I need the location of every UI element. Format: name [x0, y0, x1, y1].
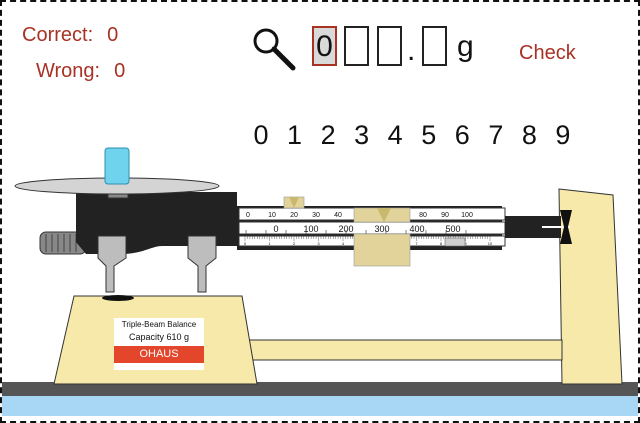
answer-digit-2[interactable] [344, 26, 369, 66]
digit-button-4[interactable]: 4 [387, 120, 403, 150]
beam-top-label-6: 90 [441, 212, 449, 219]
beam-bottom-label-10: 10 [488, 241, 493, 246]
digit-button-7[interactable]: 7 [488, 120, 504, 150]
beam-middle-label-2: 200 [338, 224, 353, 234]
answer-digit-1[interactable]: 0 [312, 26, 337, 66]
digit-button-2[interactable]: 2 [320, 120, 336, 150]
beam-middle-label-0: 0 [273, 224, 278, 234]
beam-top-label-0: 0 [246, 212, 250, 219]
rider-bottom[interactable] [444, 237, 466, 247]
digit-button-6[interactable]: 6 [454, 120, 470, 150]
beam-top-label-7: 100 [461, 212, 473, 219]
unit-label: g [457, 30, 474, 63]
floor-gray [2, 382, 638, 396]
answer-digit-3[interactable] [377, 26, 402, 66]
correct-value: 0 [107, 24, 119, 46]
digit-pad: 0 1 2 3 4 5 6 7 8 9 [250, 120, 574, 151]
beam-middle-label-3: 300 [374, 224, 389, 234]
wrong-counter: Wrong: 0 [36, 60, 125, 83]
beam-bottom-label-8: 8 [440, 241, 443, 246]
right-support [558, 188, 623, 385]
beam-bottom-label-3: 3 [317, 241, 320, 246]
rider-top-notch [289, 197, 299, 208]
correct-label: Correct: [22, 24, 94, 46]
label-line1: Triple-Beam Balance [121, 320, 197, 329]
beam-top-label-1: 10 [268, 212, 276, 219]
wrong-value: 0 [114, 60, 126, 82]
beam-middle-label-4: 400 [409, 224, 424, 234]
floor-blue [2, 396, 638, 416]
digit-button-0[interactable]: 0 [253, 120, 269, 150]
beam-bottom-label-1: 1 [268, 241, 271, 246]
decimal-point: . [407, 34, 416, 67]
beaker[interactable] [104, 147, 130, 185]
rider-top-large-notch [377, 208, 391, 222]
left-leg [97, 235, 127, 293]
beam-middle-label-5: 500 [445, 224, 460, 234]
beam-bottom-label-4: 4 [342, 241, 345, 246]
label-line2: Capacity 610 g [128, 332, 190, 342]
beam-middle [238, 221, 506, 235]
beam-top-label-2: 20 [290, 212, 298, 219]
correct-counter: Correct: 0 [22, 24, 118, 47]
digit-button-5[interactable]: 5 [421, 120, 437, 150]
digit-button-3[interactable]: 3 [354, 120, 370, 150]
answer-digit-4[interactable] [422, 26, 447, 66]
magnifier-icon[interactable] [250, 26, 298, 72]
beam-bottom-label-7: 7 [415, 241, 418, 246]
digit-button-9[interactable]: 9 [555, 120, 571, 150]
wrong-label: Wrong: [36, 60, 101, 82]
beam-middle-labels: 0 100 200 300 400 500 [273, 224, 460, 234]
beam-top-label-4: 40 [334, 212, 342, 219]
right-leg [187, 235, 217, 293]
digit-button-1[interactable]: 1 [287, 120, 303, 150]
beam-top-labels: 0 10 20 30 40 80 90 100 [246, 212, 473, 219]
beam-bottom-label-0: 0 [244, 241, 247, 246]
check-button[interactable]: Check [519, 42, 576, 64]
rider-middle[interactable] [353, 233, 411, 267]
beam-bottom-label-2: 2 [293, 241, 296, 246]
balance-label-card: Triple-Beam Balance Capacity 610 g OHAUS [114, 318, 204, 370]
digit-button-8[interactable]: 8 [521, 120, 537, 150]
pivot-hole [102, 295, 134, 301]
brand-plate: OHAUS [114, 346, 204, 363]
beam-middle-label-1: 100 [303, 224, 318, 234]
base-track [239, 339, 563, 361]
beam-top-label-3: 30 [312, 212, 320, 219]
zero-mark [560, 210, 572, 244]
beam-top-label-5: 80 [419, 212, 427, 219]
pointer-arm [505, 216, 561, 238]
beam-bottom-label-9: 9 [464, 241, 467, 246]
